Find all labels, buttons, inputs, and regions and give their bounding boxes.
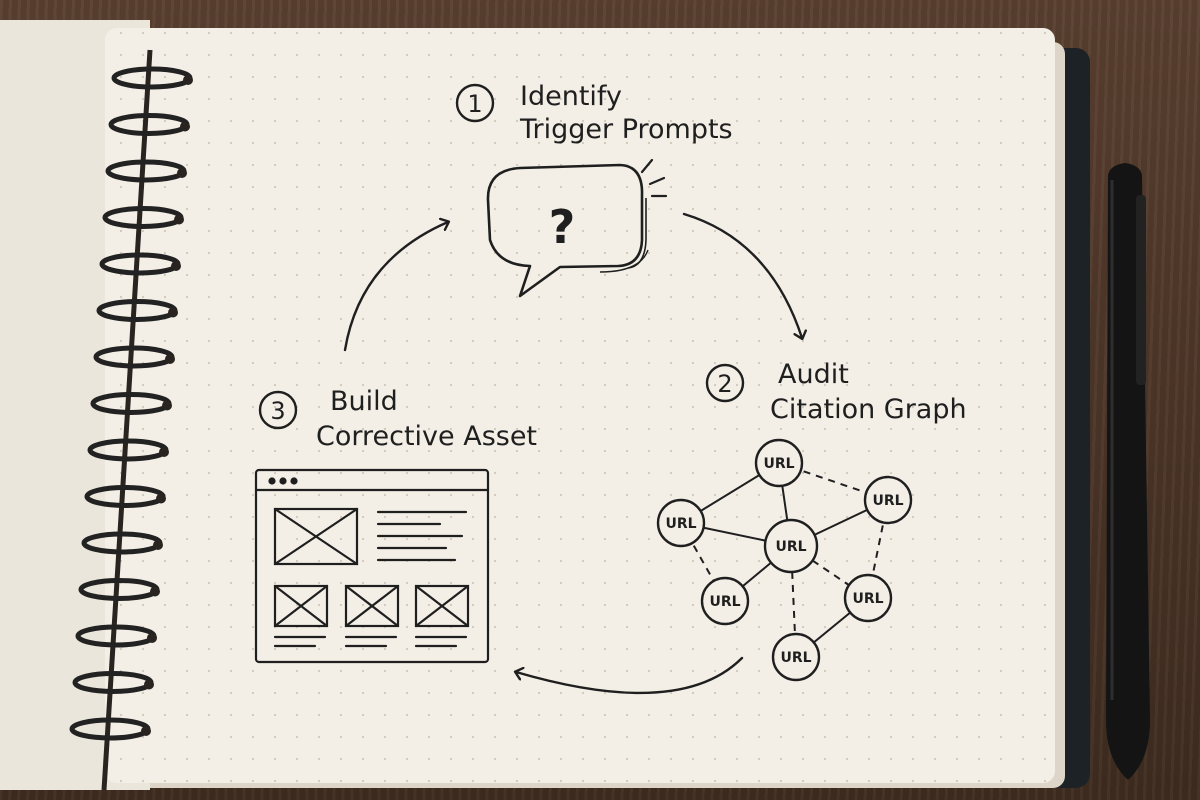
graph-node-label: URL [872, 493, 903, 509]
step-3-number-circle [258, 390, 298, 430]
spiral-hole [156, 493, 166, 504]
graph-node: URL [863, 475, 913, 525]
graph-node-label: URL [780, 650, 811, 666]
step-1: 1 Identify Trigger Prompts [455, 81, 733, 145]
dot-grid [105, 28, 1055, 783]
step-2-title-line2: Citation Graph [770, 394, 967, 425]
pen [1106, 163, 1150, 780]
graph-node: URL [656, 498, 706, 548]
spiral-hole [171, 261, 181, 271]
spiral-hole [180, 121, 190, 132]
step-2-number: 2 [717, 370, 732, 398]
graph-node: URL [754, 438, 804, 488]
graph-node: URL [843, 573, 893, 623]
spiral-spine [101, 49, 153, 791]
graph-node-label: URL [775, 539, 806, 555]
spiral-hole [147, 633, 157, 643]
arrow-step2-to-step3 [516, 656, 744, 695]
step-3: 3 Build Corrective Asset [258, 386, 537, 452]
emphasis-marks [640, 158, 668, 198]
step-2-number-circle [705, 363, 745, 403]
webpage-wireframe-icon [254, 468, 490, 664]
spiral-hole [162, 400, 172, 411]
graph-node-circle [863, 475, 913, 525]
graph-node-circle [700, 576, 750, 626]
graph-node-circle [763, 518, 819, 574]
graph-node-circle [754, 438, 804, 488]
step-3-title-line2: Corrective Asset [316, 421, 537, 452]
spiral-binding [69, 49, 193, 791]
graph-node-label: URL [763, 456, 794, 472]
spiral-hole [150, 586, 160, 597]
spiral-hole [144, 679, 154, 690]
spiral-hole [168, 307, 178, 318]
graph-node: URL [771, 632, 821, 682]
spiral-hole [153, 540, 163, 550]
arrow-step3-to-step1 [343, 222, 448, 352]
graph-node-label: URL [709, 594, 740, 610]
question-mark: ? [549, 200, 576, 254]
spiral-hole [165, 354, 175, 364]
graph-node: URL [700, 576, 750, 626]
graph-node-label: URL [665, 516, 696, 532]
graph-node-circle [843, 573, 893, 623]
speech-bubble-question-icon: ? [486, 158, 668, 298]
graph-node-circle [771, 632, 821, 682]
step-2: 2 Audit Citation Graph [705, 359, 967, 425]
spiral-hole [159, 447, 169, 457]
graph-node-label: URL [852, 591, 883, 607]
url-network-graph-icon: URL URL URL URL URL URL URL [656, 438, 913, 682]
graph-node-circle [656, 498, 706, 548]
step-1-title-line1: Identify [520, 81, 622, 112]
step-1-number-circle [455, 83, 495, 123]
spiral-hole [141, 726, 151, 736]
step-3-title-line1: Build [330, 386, 398, 417]
arrow-step1-to-step2 [682, 212, 802, 338]
step-2-title-line1: Audit [778, 359, 849, 390]
spiral-hole [177, 168, 187, 178]
graph-nodes: URL URL URL URL URL URL URL [656, 438, 913, 682]
step-3-number: 3 [270, 397, 285, 425]
spiral-hole [183, 75, 193, 85]
step-1-number: 1 [467, 90, 482, 118]
spiral-hole [174, 214, 184, 225]
graph-node: URL [763, 518, 819, 574]
step-1-title-line2: Trigger Prompts [519, 114, 733, 145]
